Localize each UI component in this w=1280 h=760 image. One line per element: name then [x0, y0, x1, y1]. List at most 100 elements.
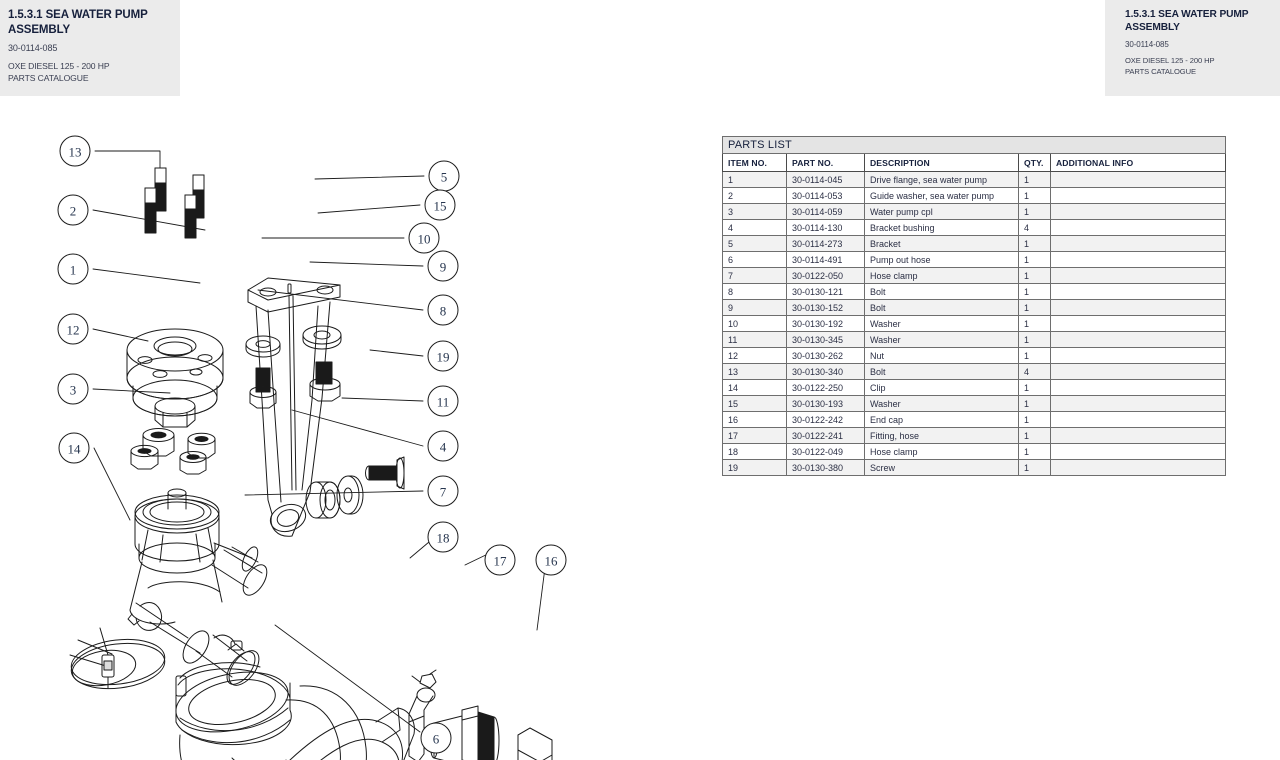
header-left-document-type: PARTS CATALOGUE — [8, 72, 89, 83]
callout-balloon-7[interactable]: 7 — [427, 475, 459, 507]
callout-number: 4 — [440, 440, 447, 455]
cell-description: Bolt — [864, 299, 1019, 316]
part-hose-clamp-18 — [408, 669, 437, 760]
cell-part-no: 30-0114-491 — [786, 251, 865, 268]
cell-part-no: 30-0122-241 — [786, 427, 865, 444]
callout-balloon-5[interactable]: 5 — [428, 160, 460, 192]
callout-balloon-14[interactable]: 14 — [58, 432, 90, 464]
column-header: PART NO. — [786, 153, 865, 172]
cell-description: End cap — [864, 411, 1019, 428]
callout-balloon-13[interactable]: 13 — [59, 135, 91, 167]
callout-circle — [427, 294, 459, 326]
cell-description: Washer — [864, 331, 1019, 348]
cell-additional-info — [1049, 267, 1227, 284]
callout-balloon-4[interactable]: 4 — [427, 430, 459, 462]
cell-qty: 1 — [1018, 171, 1051, 188]
cell-additional-info — [1049, 299, 1227, 316]
cell-description: Bracket bushing — [864, 219, 1019, 236]
header-right-part-number: 30-0114-085 — [1125, 40, 1169, 49]
callout-balloon-12[interactable]: 12 — [57, 313, 89, 345]
callout-balloon-2[interactable]: 2 — [57, 194, 89, 226]
callout-balloon-17[interactable]: 17 — [484, 544, 516, 576]
callout-balloon-6[interactable]: 6 — [420, 722, 452, 754]
callout-balloon-9[interactable]: 9 — [427, 250, 459, 282]
cell-part-no: 30-0122-250 — [786, 379, 865, 396]
callout-number: 19 — [437, 350, 450, 365]
callout-number: 18 — [437, 531, 450, 546]
cell-qty: 1 — [1018, 235, 1051, 252]
header-block-left: 1.5.3.1 SEA WATER PUMP ASSEMBLY 30-0114-… — [0, 0, 180, 96]
cell-qty: 1 — [1018, 299, 1051, 316]
cell-item-no: 1 — [722, 171, 787, 188]
callout-balloon-18[interactable]: 18 — [427, 521, 459, 553]
cell-qty: 1 — [1018, 251, 1051, 268]
callout-balloon-19[interactable]: 19 — [427, 340, 459, 372]
callout-circle — [484, 544, 516, 576]
cell-additional-info — [1049, 411, 1227, 428]
callout-balloon-15[interactable]: 15 — [424, 189, 456, 221]
part-screw-19 — [365, 456, 405, 490]
cell-additional-info — [1049, 251, 1227, 268]
callout-balloon-8[interactable]: 8 — [427, 294, 459, 326]
column-header: DESCRIPTION — [864, 153, 1019, 172]
callout-number: 9 — [440, 260, 447, 275]
callout-balloon-3[interactable]: 3 — [57, 373, 89, 405]
callout-number: 2 — [70, 204, 77, 219]
cell-description: Pump out hose — [864, 251, 1019, 268]
cell-part-no: 30-0130-152 — [786, 299, 865, 316]
cell-qty: 1 — [1018, 187, 1051, 204]
cell-description: Guide washer, sea water pump — [864, 187, 1019, 204]
cell-description: Hose clamp — [864, 443, 1019, 460]
column-header: QTY. — [1018, 153, 1051, 172]
cell-description: Screw — [864, 459, 1019, 476]
cell-item-no: 8 — [722, 283, 787, 300]
header-right-document-type: PARTS CATALOGUE — [1125, 66, 1196, 76]
part-clip-14 — [69, 627, 166, 690]
callout-balloon-16[interactable]: 16 — [535, 544, 567, 576]
cell-item-no: 10 — [722, 315, 787, 332]
cell-description: Bolt — [864, 283, 1019, 300]
callout-circle — [427, 340, 459, 372]
cell-part-no: 30-0130-380 — [786, 459, 865, 476]
cell-item-no: 7 — [722, 267, 787, 284]
cell-part-no: 30-0114-130 — [786, 219, 865, 236]
cell-additional-info — [1049, 187, 1227, 204]
cell-qty: 4 — [1018, 219, 1051, 236]
callout-balloon-1[interactable]: 1 — [57, 253, 89, 285]
cell-item-no: 14 — [722, 379, 787, 396]
part-washer-15 — [302, 325, 342, 350]
cell-item-no: 5 — [722, 235, 787, 252]
callout-balloon-10[interactable]: 10 — [408, 222, 440, 254]
part-bolt-long-13 — [144, 167, 205, 239]
cell-qty: 1 — [1018, 411, 1051, 428]
cell-part-no: 30-0130-193 — [786, 395, 865, 412]
callout-balloon-11[interactable]: 11 — [427, 385, 459, 417]
header-right-title: 1.5.3.1 SEA WATER PUMP ASSEMBLY — [1125, 9, 1249, 33]
cell-item-no: 3 — [722, 203, 787, 220]
part-water-pump-body-3 — [127, 488, 268, 685]
callout-circle — [408, 222, 440, 254]
cell-part-no: 30-0114-045 — [786, 171, 865, 188]
cell-qty: 4 — [1018, 363, 1051, 380]
part-washer-11 — [336, 475, 364, 515]
